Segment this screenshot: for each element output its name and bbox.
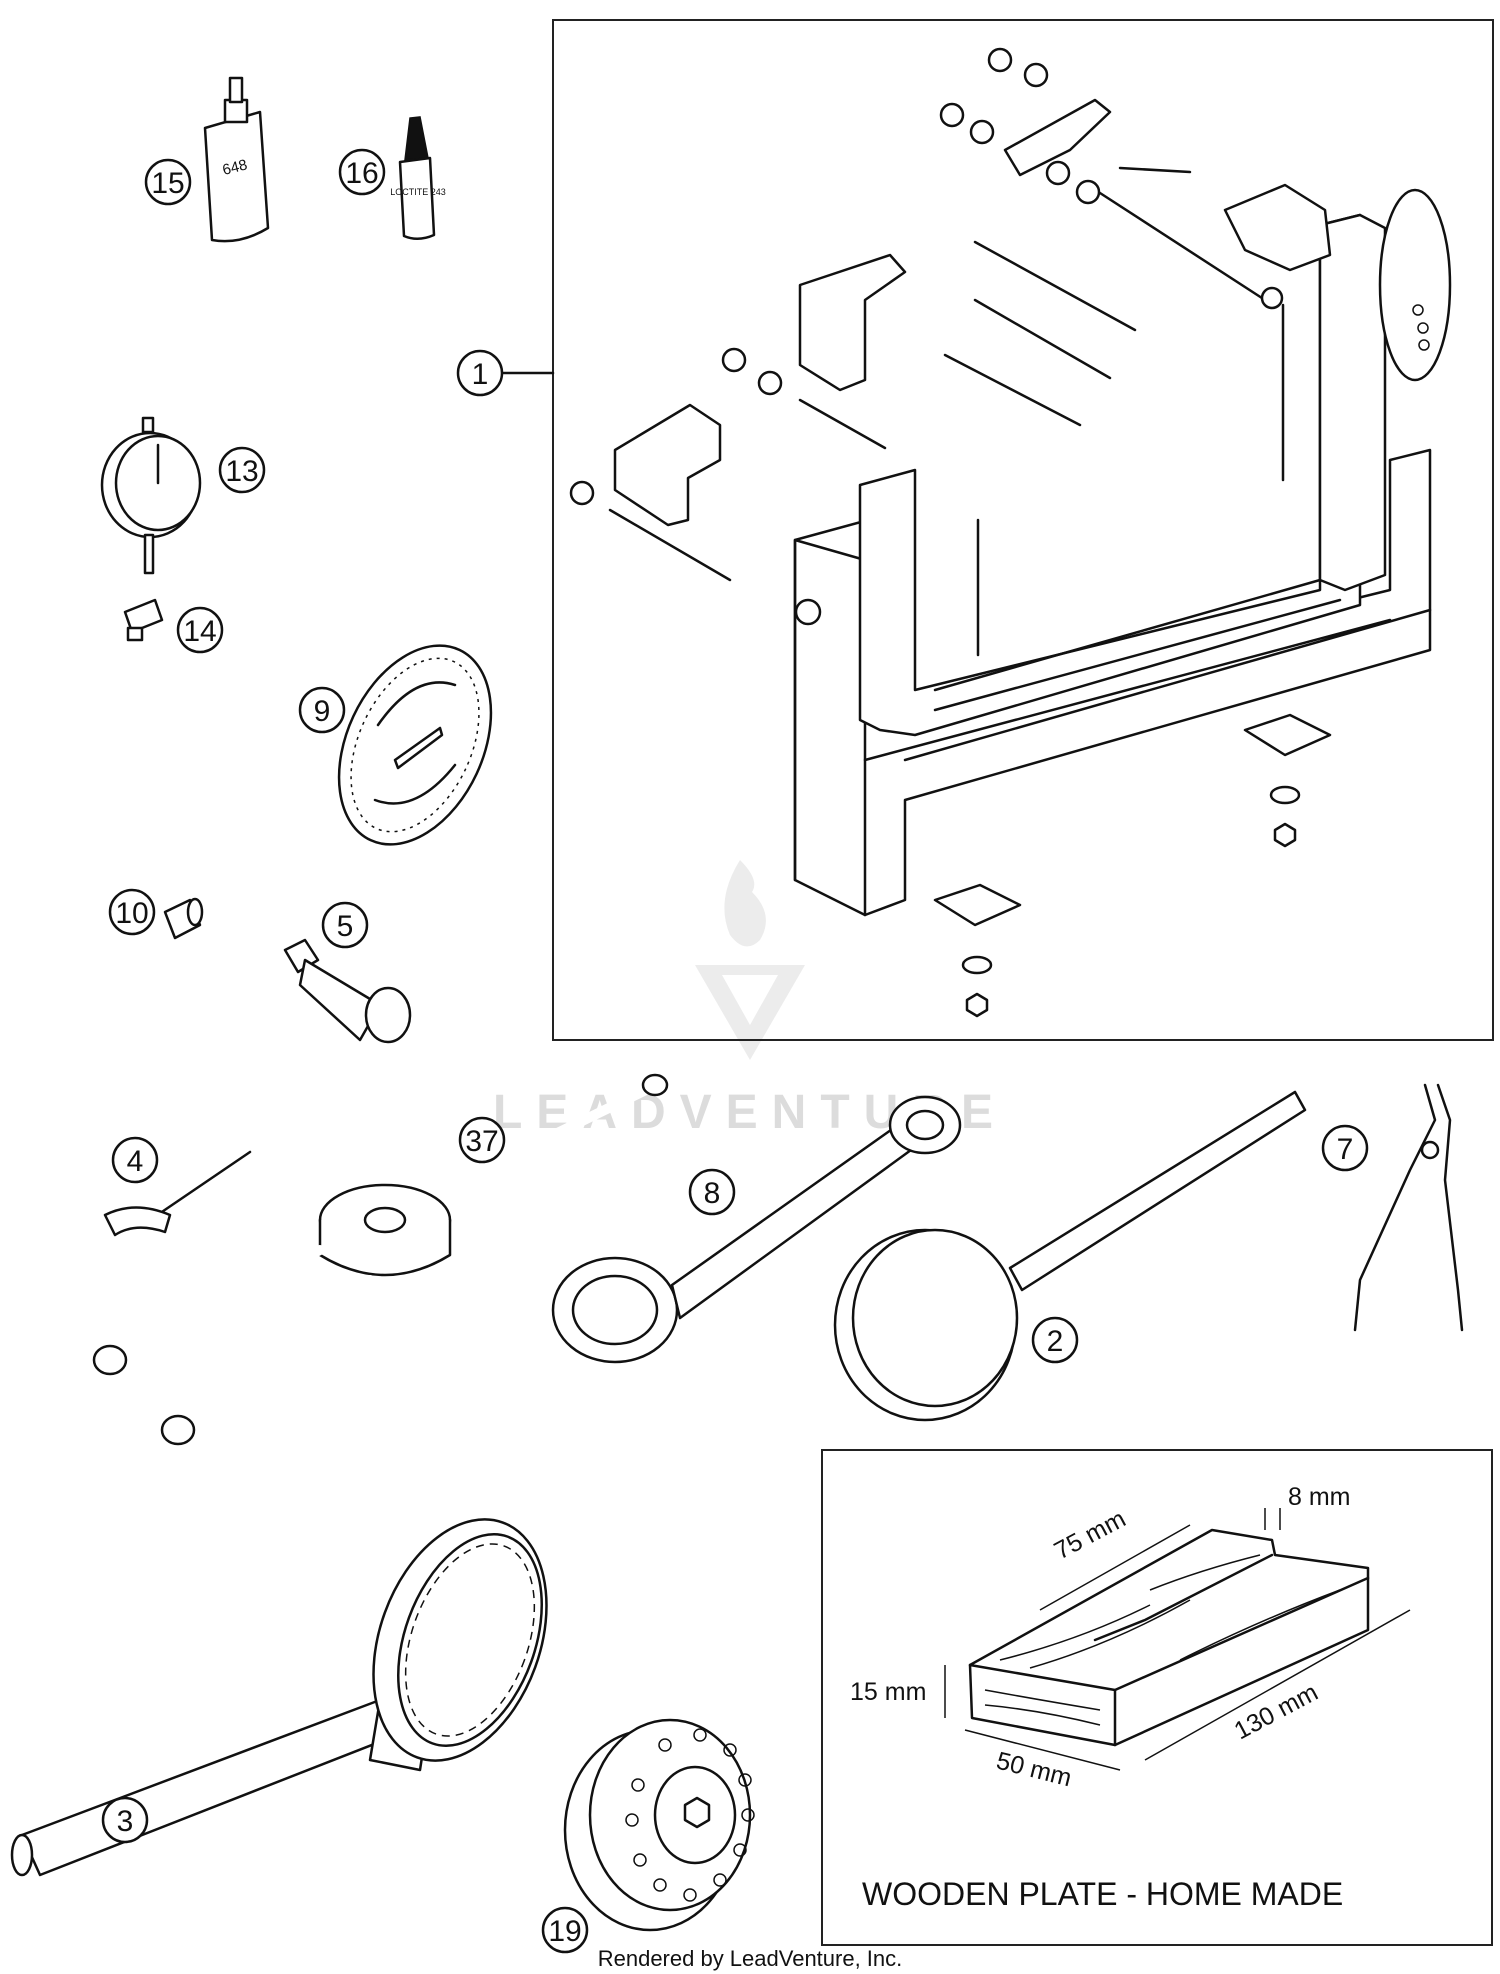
degree-disc-9 xyxy=(337,644,493,846)
callout-1: 1 xyxy=(456,349,504,397)
holding-tool-2 xyxy=(833,1090,1307,1422)
tool-4 xyxy=(103,1150,252,1237)
callout-13: 13 xyxy=(218,446,266,494)
wooden-plate-caption: WOODEN PLATE - HOME MADE xyxy=(862,1876,1343,1912)
callout-7: 7 xyxy=(1321,1124,1369,1172)
clutch-holder-3 xyxy=(10,1518,548,1877)
svg-text:8: 8 xyxy=(704,1177,721,1210)
footer-credit: Rendered by LeadVenture, Inc. xyxy=(598,1946,903,1971)
crankshaft-tool-37 xyxy=(92,1073,669,1446)
callout-3: 3 xyxy=(101,1796,149,1844)
svg-text:7: 7 xyxy=(1337,1133,1354,1166)
wooden-plate-drawing xyxy=(944,1508,1411,1771)
dim-75mm: 75 mm xyxy=(1050,1505,1131,1566)
holding-wrench-8 xyxy=(551,1095,962,1364)
dim-130mm: 130 mm xyxy=(1230,1678,1323,1745)
svg-text:19: 19 xyxy=(548,1915,581,1948)
sleeve-10 xyxy=(163,897,204,940)
puller-5 xyxy=(283,938,412,1044)
svg-text:13: 13 xyxy=(225,455,258,488)
svg-text:2: 2 xyxy=(1047,1325,1064,1358)
callout-8: 8 xyxy=(688,1168,736,1216)
callout-37: 37 xyxy=(458,1116,506,1164)
svg-text:9: 9 xyxy=(314,695,331,728)
svg-text:LOCTITE 243: LOCTITE 243 xyxy=(390,187,446,197)
engine-stand-frame xyxy=(552,19,1494,1041)
callout-10: 10 xyxy=(108,888,156,936)
circlip-pliers-7 xyxy=(1353,1083,1464,1332)
callout-4: 4 xyxy=(111,1136,159,1184)
svg-text:16: 16 xyxy=(345,157,378,190)
dim-8mm: 8 mm xyxy=(1288,1483,1351,1511)
threadlocker-tube-16: LOCTITE 243 xyxy=(390,116,446,240)
svg-text:4: 4 xyxy=(127,1145,144,1178)
wooden-plate-frame xyxy=(821,1449,1493,1946)
callout-16: 16 xyxy=(338,148,386,196)
svg-text:10: 10 xyxy=(115,897,148,930)
svg-text:37: 37 xyxy=(465,1125,498,1158)
callout-19: 19 xyxy=(541,1906,589,1954)
dim-50mm: 50 mm xyxy=(994,1747,1075,1793)
svg-text:14: 14 xyxy=(183,615,216,648)
threadlocker-bottle-15: 648 xyxy=(203,76,270,243)
svg-text:3: 3 xyxy=(117,1805,134,1838)
callout-9: 9 xyxy=(298,686,346,734)
callout-15: 15 xyxy=(144,158,192,206)
svg-text:1: 1 xyxy=(472,358,489,391)
svg-text:15: 15 xyxy=(151,167,184,200)
svg-text:5: 5 xyxy=(337,910,354,943)
dial-gauge-13 xyxy=(100,416,202,575)
callout-14: 14 xyxy=(176,606,224,654)
flywheel-puller-19 xyxy=(563,1718,755,1932)
engine-stand-drawing xyxy=(569,47,1452,1018)
callout-2: 2 xyxy=(1031,1316,1079,1364)
svg-text:648: 648 xyxy=(221,156,249,179)
gauge-adapter-14 xyxy=(123,598,164,642)
callout-5: 5 xyxy=(321,901,369,949)
dim-15mm: 15 mm xyxy=(850,1678,926,1706)
